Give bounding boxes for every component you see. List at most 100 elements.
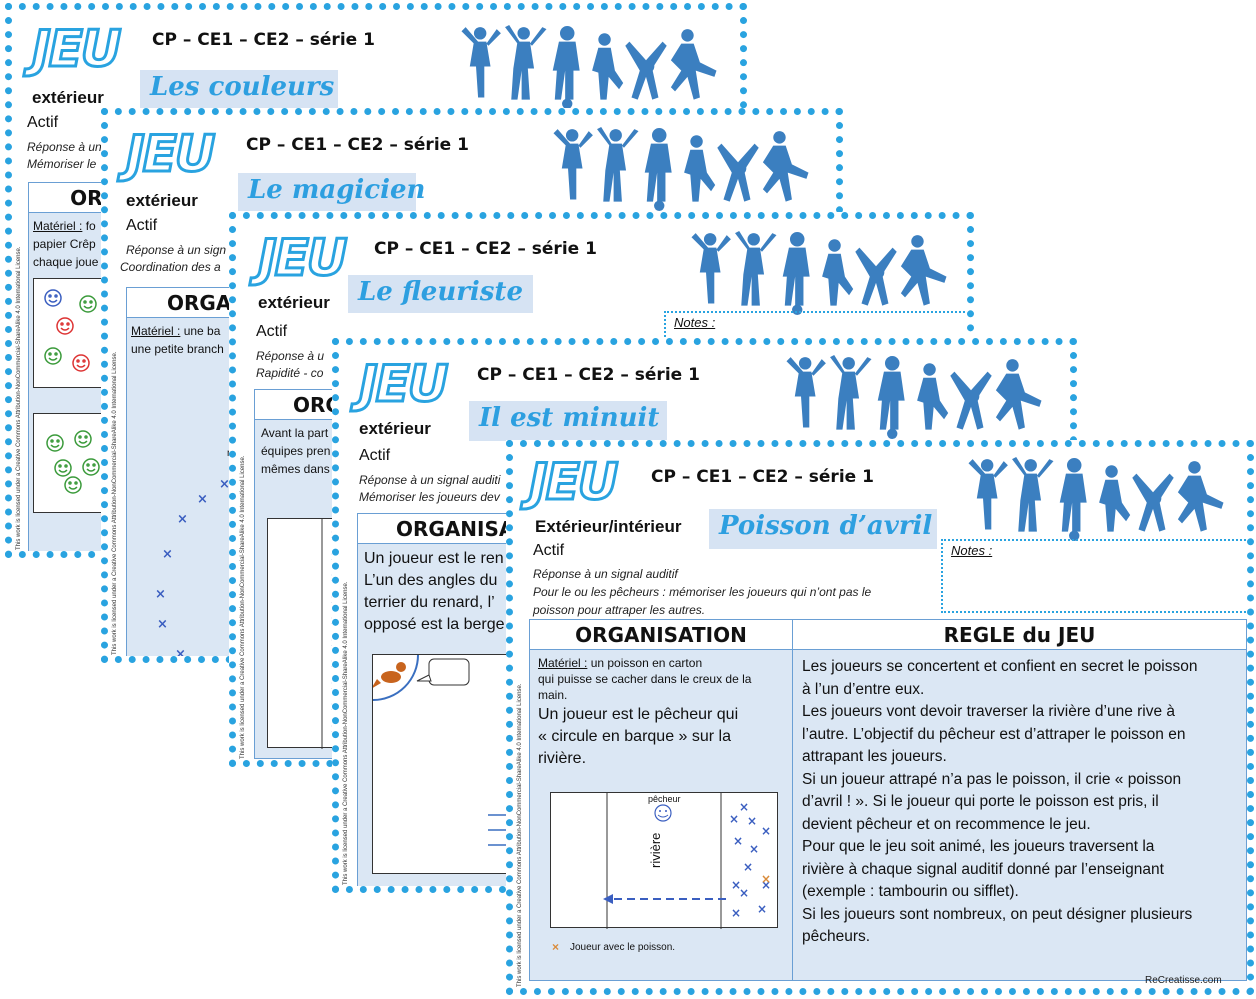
svg-text:×: ×	[731, 906, 741, 920]
org-panel: ORGANISA Un joueur est le ren L’un des a…	[357, 513, 518, 886]
objective-line: Réponse à un signal auditi	[359, 473, 501, 487]
rule-line: attrapant les joueurs.	[802, 748, 947, 765]
jeu-logo: JEU	[256, 228, 348, 289]
license-text: This work is licensed under a Creative C…	[240, 455, 246, 759]
org-text: « circule en barque » sur la	[538, 728, 731, 745]
objective-line: Réponse à un sign	[126, 243, 227, 257]
material-text: chaque joue	[33, 255, 99, 269]
org-text: équipes pren	[261, 444, 331, 458]
objective-line: Rapidité - co	[256, 366, 324, 380]
notes-box[interactable]: Notes :	[941, 539, 1247, 613]
regle-heading: REGLE du JEU	[793, 620, 1246, 650]
env-label: extérieur	[258, 293, 330, 312]
env-label: extérieur	[359, 419, 431, 438]
svg-text:×: ×	[177, 512, 188, 527]
svg-text:×: ×	[162, 547, 173, 562]
svg-text:×: ×	[743, 860, 753, 874]
silhouettes-image	[786, 355, 1042, 439]
activity-label: Actif	[533, 542, 565, 559]
org-text: Un joueur est le pêcheur qui	[538, 706, 739, 723]
rule-line: rivière à chaque signal auditif donné pa…	[802, 860, 1164, 878]
org-text: rivière.	[538, 750, 587, 767]
org-heading: ORGANISA	[358, 514, 518, 544]
game-title: Le fleuriste	[348, 275, 533, 313]
silhouettes-image	[553, 127, 809, 211]
rule-line: (exemple : tambourin ou sifflet).	[802, 883, 1019, 900]
svg-text:×: ×	[219, 477, 230, 492]
jeu-logo: JEU	[357, 354, 449, 415]
footer-credit: ReCreatisse.com	[1145, 975, 1222, 986]
silhouettes-image	[691, 231, 947, 315]
rules-table: ORGANISATION REGLE du JEU Matériel : un …	[529, 619, 1247, 981]
activity-label: Actif	[126, 217, 158, 234]
svg-text:×: ×	[155, 587, 166, 602]
material-text: papier Crêp	[33, 237, 96, 251]
svg-text:×: ×	[175, 647, 186, 662]
org-text: terrier du renard, l’	[364, 594, 495, 611]
objective-line: Réponse à un signal auditif	[533, 567, 678, 581]
rule-line: Les joueurs se concertent et confient en…	[802, 658, 1198, 675]
river-diagram: ××× ××× ××× ××× ×	[550, 792, 778, 929]
activity-label: Actif	[256, 323, 288, 340]
objective-line: Coordination des a	[120, 260, 221, 274]
material-text: Matériel : une ba	[131, 324, 221, 338]
jeu-logo: JEU	[527, 452, 619, 513]
license-text: This work is licensed under a Creative C…	[343, 581, 349, 885]
org-panel: ORGA Matériel : une ba une petite branch…	[126, 287, 237, 656]
svg-text:×: ×	[749, 842, 759, 856]
objective-line: Réponse à un	[27, 140, 102, 154]
org-heading: ORGA	[127, 288, 237, 318]
svg-text:×: ×	[739, 886, 749, 900]
series-label: CP – CE1 – CE2 – série 1	[651, 467, 874, 487]
material-text: Matériel : fo	[33, 219, 96, 233]
org-text: Avant la part	[261, 426, 329, 440]
svg-text:×: ×	[747, 814, 757, 828]
rule-line: pêcheurs.	[802, 928, 871, 945]
legend-marker-icon: ×	[552, 940, 560, 954]
column-divider	[792, 620, 793, 980]
rule-line: Si les joueurs sont nombreux, on peut dé…	[802, 905, 1193, 923]
objective-line: poisson pour attraper les autres.	[533, 603, 706, 617]
legend-text: Joueur avec le poisson.	[570, 942, 676, 953]
fox-diagram	[371, 654, 511, 846]
card-poisson-d-avril: JEU CP – CE1 – CE2 – série 1 Poisson d’a…	[506, 440, 1254, 995]
rule-line: Si un joueur attrapé n’a pas le poisson,…	[802, 770, 1182, 788]
material-text: une petite branch	[131, 342, 224, 356]
org-text: Un joueur est le ren	[364, 550, 504, 567]
svg-text:×: ×	[739, 800, 749, 814]
objective-line: Pour le ou les pêcheurs : mémoriser les …	[533, 585, 872, 599]
objective-line: Mémoriser le	[27, 157, 97, 171]
riviere-label: rivière	[648, 832, 663, 868]
jeu-logo: JEU	[30, 19, 122, 80]
org-text: mêmes dans	[261, 462, 330, 476]
game-title: Les couleurs	[140, 70, 338, 108]
series-label: CP – CE1 – CE2 – série 1	[477, 365, 700, 385]
svg-text:×: ×	[733, 834, 743, 848]
series-label: CP – CE1 – CE2 – série 1	[374, 239, 597, 259]
game-title: Le magicien	[238, 173, 425, 211]
license-text: This work is licensed under a Creative C…	[517, 683, 523, 987]
rule-line: à l’un d’entre eux.	[802, 680, 925, 698]
objective-line: Mémoriser les joueurs dev	[359, 490, 500, 504]
license-text: This work is licensed under a Creative C…	[112, 351, 118, 655]
env-label: extérieur	[32, 88, 104, 107]
svg-text:×: ×	[761, 872, 771, 886]
activity-label: Actif	[27, 114, 59, 131]
svg-text:×: ×	[729, 812, 739, 826]
env-label: Extérieur/intérieur	[535, 517, 682, 536]
jeu-logo: JEU	[124, 124, 216, 185]
series-label: CP – CE1 – CE2 – série 1	[152, 30, 375, 50]
svg-text:×: ×	[761, 824, 771, 838]
org-text: L’un des angles du	[364, 572, 498, 589]
material-text: main.	[538, 688, 568, 702]
rule-line: Pour que le jeu soit animé, les joueurs …	[802, 838, 1155, 855]
rule-line: l’autre. L’objectif du pêcheur est d’att…	[802, 725, 1186, 743]
game-title: Il est minuit	[469, 401, 667, 441]
player-markers: ××× ××× ××	[155, 477, 230, 662]
license-text: This work is licensed under a Creative C…	[16, 246, 22, 550]
field-diagram	[371, 654, 512, 874]
objective-line: Réponse à u	[256, 349, 325, 363]
notes-box[interactable]: Notes :	[664, 311, 967, 341]
svg-text:×: ×	[761, 878, 771, 892]
